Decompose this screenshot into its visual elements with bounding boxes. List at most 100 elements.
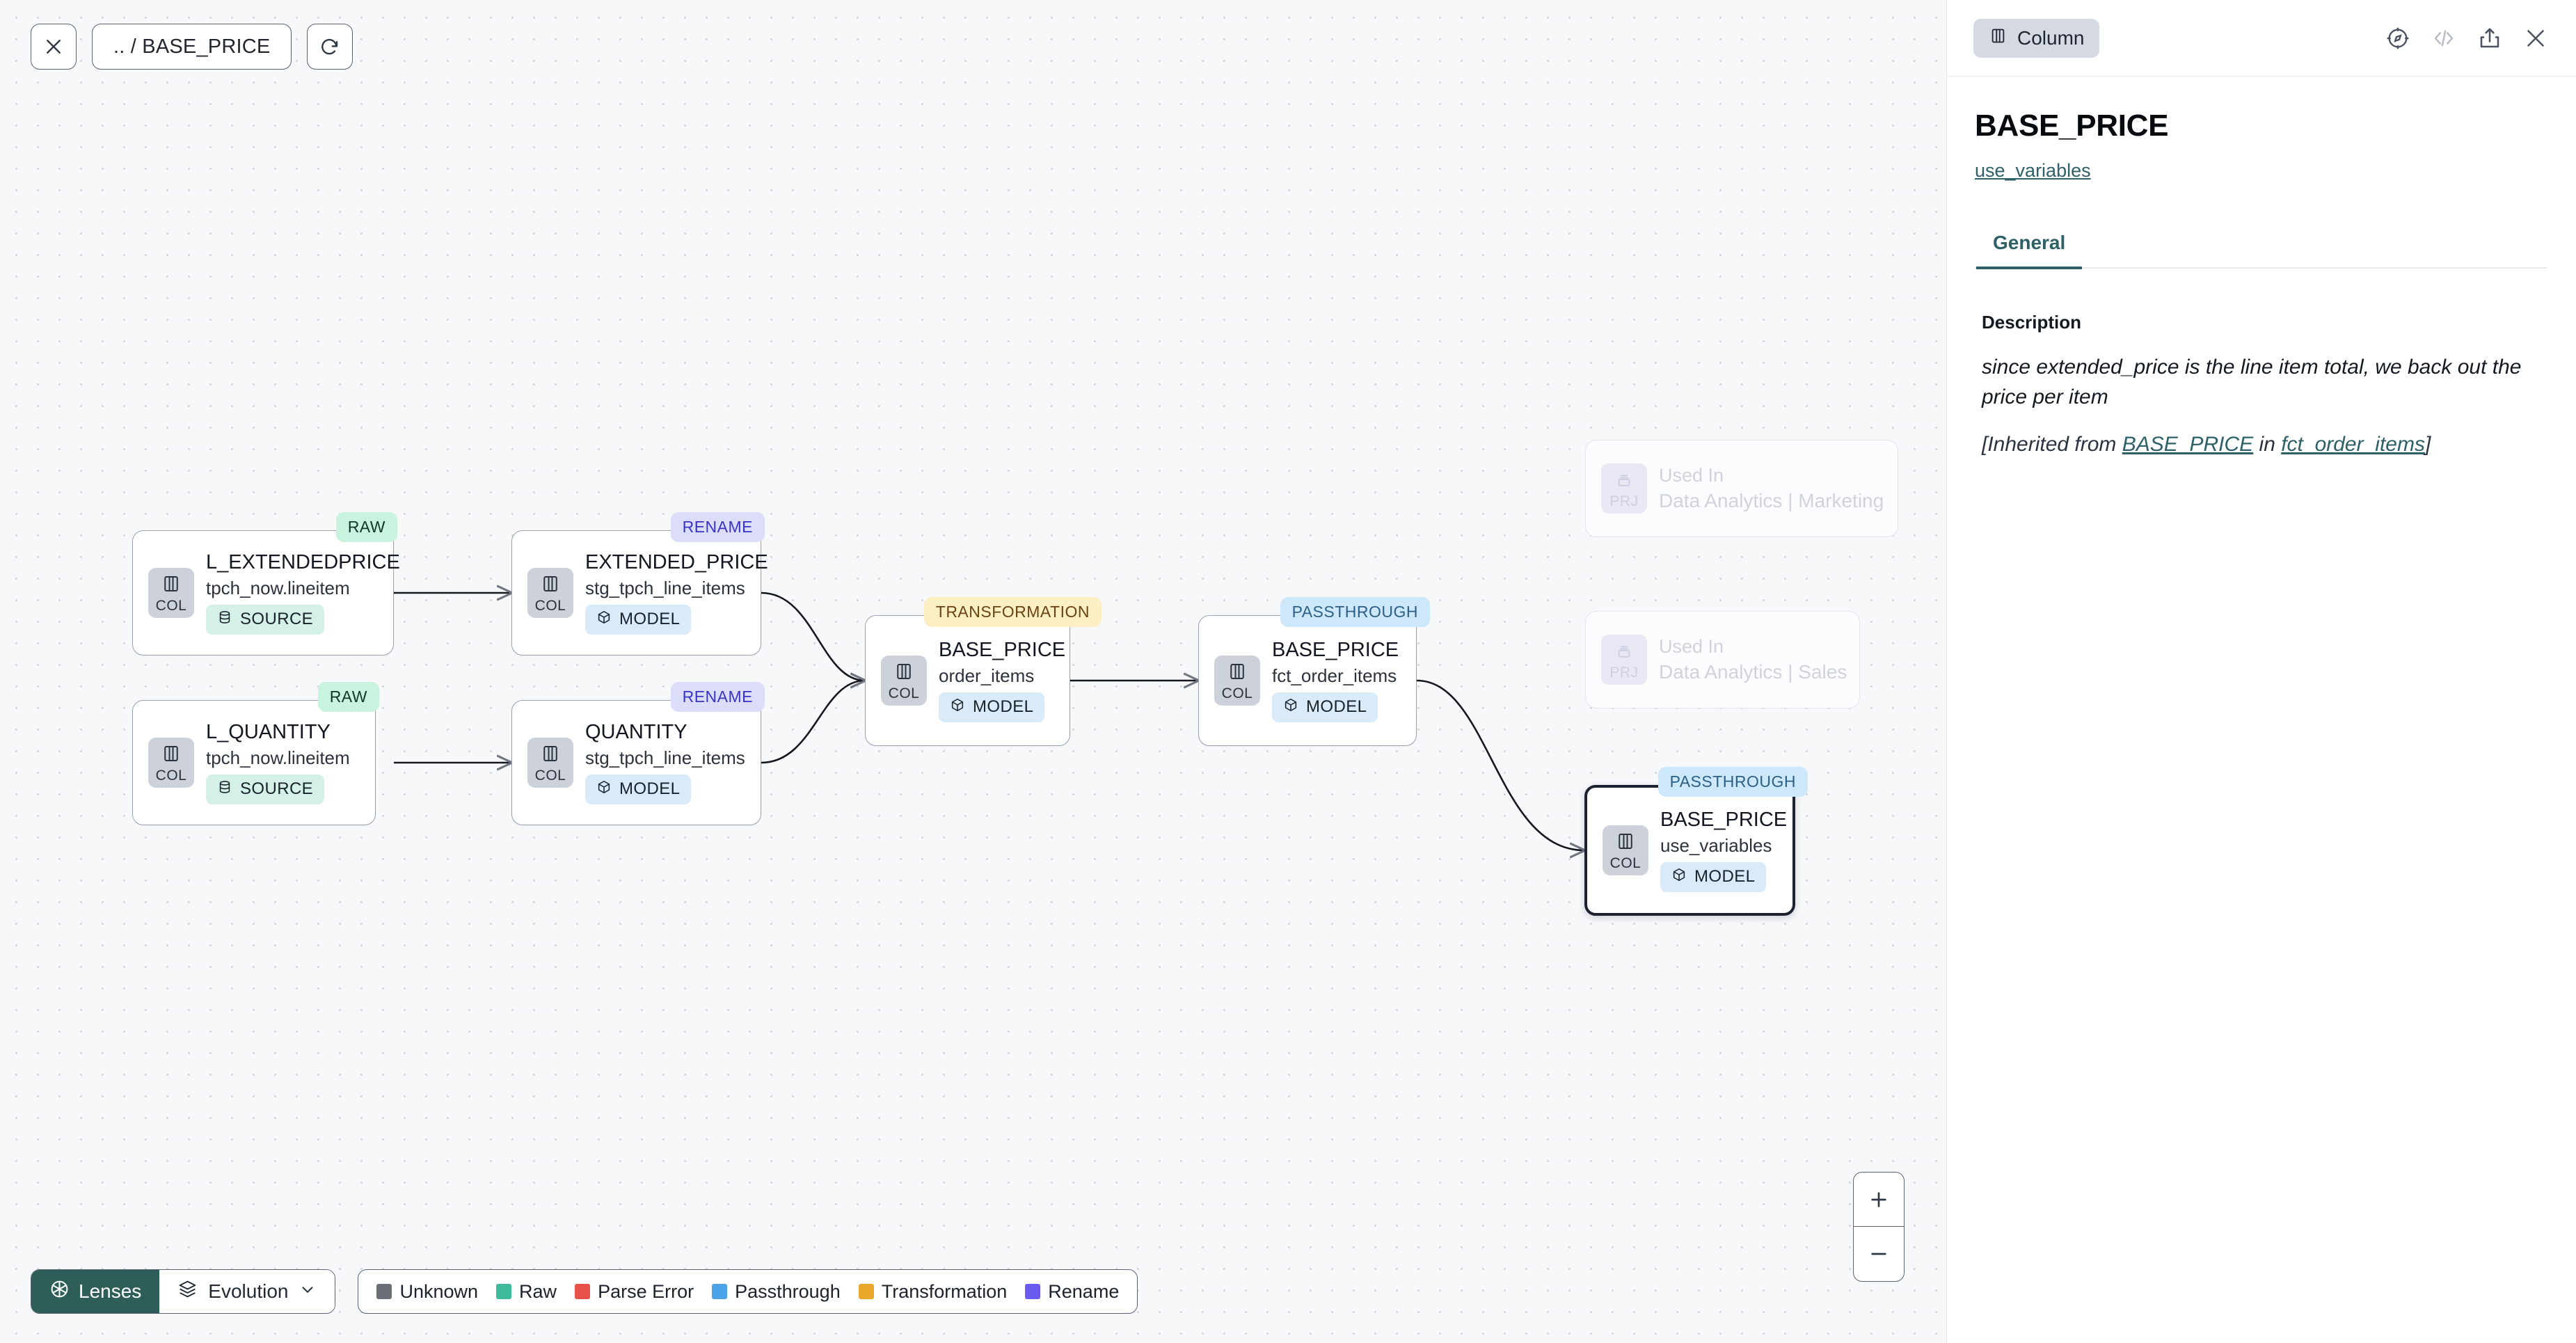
zoom-in-button[interactable] [1854, 1173, 1904, 1227]
node-title: BASE_PRICE [939, 639, 1066, 662]
code-icon[interactable] [2431, 26, 2456, 51]
graph-node-order-items[interactable]: TRANSFORMATION COL BASE_PRICE order_item… [865, 597, 1102, 746]
lenses-button[interactable]: Lenses [31, 1270, 160, 1313]
column-kind-label: COL [155, 767, 187, 784]
inherited-prefix: [Inherited from [1982, 433, 2122, 456]
description-heading: Description [1982, 312, 2082, 333]
evolution-dropdown[interactable]: Evolution [159, 1270, 335, 1313]
panel-header: Column [1947, 0, 2576, 77]
column-kind-chip: COL [148, 568, 194, 618]
node-title: L_QUANTITY [206, 721, 331, 744]
cube-icon [596, 610, 612, 630]
inherited-note: [Inherited from BASE_PRICE in fct_order_… [1982, 430, 2547, 460]
graph-node-used-in-marketing[interactable]: PRJ Used In Data Analytics | Marketing [1585, 440, 1898, 537]
project-kind-label: PRJ [1609, 493, 1639, 509]
column-kind-chip: COL [881, 655, 927, 706]
node-body: BASE_PRICE fct_order_items MODEL [1272, 625, 1399, 736]
close-icon[interactable] [2523, 26, 2548, 51]
project-kind-chip: PRJ [1601, 635, 1647, 685]
node-tag-label: SOURCE [240, 779, 314, 799]
legend-label: Parse Error [598, 1280, 694, 1302]
cube-icon [596, 779, 612, 800]
node-tag-model: MODEL [585, 774, 692, 804]
breadcrumb[interactable]: .. / BASE_PRICE [92, 24, 292, 70]
node-subtitle: stg_tpch_line_items [585, 747, 745, 768]
node-subtitle: tpch_now.lineitem [206, 747, 350, 768]
inherited-model-link[interactable]: fct_order_items [2281, 433, 2425, 456]
lineage-canvas[interactable]: .. / BASE_PRICE RAW COL L_EXTENDEDPRICE [0, 0, 1946, 1343]
column-icon [161, 573, 182, 598]
column-icon [540, 743, 561, 768]
node-badge: RAW [317, 682, 379, 712]
minus-icon [1871, 1253, 1886, 1255]
legend-item: Transformation [858, 1280, 1008, 1303]
legend-item: Passthrough [712, 1281, 841, 1303]
column-icon [893, 661, 914, 685]
compass-icon[interactable] [2385, 26, 2410, 51]
legend-label: Passthrough [735, 1280, 841, 1302]
legend-swatch [858, 1284, 874, 1299]
canvas-toolbar: .. / BASE_PRICE [31, 24, 353, 70]
stack-icon [1614, 640, 1635, 665]
close-graph-button[interactable] [31, 24, 77, 70]
node-body: EXTENDED_PRICE stg_tpch_line_items MODEL [585, 537, 768, 649]
graph-node-fct-order-items[interactable]: PASSTHROUGH COL BASE_PRICE fct_order_ite… [1198, 597, 1430, 746]
node-subtitle: fct_order_items [1272, 665, 1397, 686]
node-body: Used In Data Analytics | Sales [1659, 622, 1847, 697]
column-kind-label: COL [155, 597, 187, 614]
parent-model-link[interactable]: use_variables [1975, 160, 2091, 181]
node-body: L_EXTENDEDPRICE tpch_now.lineitem SOURCE [206, 537, 400, 649]
lenses-label: Lenses [79, 1280, 142, 1302]
node-tag-label: MODEL [1306, 697, 1367, 717]
description-body: since extended_price is the line item to… [1975, 353, 2547, 460]
share-icon[interactable] [2477, 26, 2502, 51]
column-kind-label: COL [1221, 685, 1253, 701]
panel-tabs: General [1975, 232, 2547, 269]
node-badge: TRANSFORMATION [923, 597, 1102, 627]
column-kind-label: COL [534, 597, 566, 614]
node-body: BASE_PRICE use_variables MODEL [1660, 795, 1787, 906]
graph-node-use-variables[interactable]: PASSTHROUGH COL BASE_PRICE use_variables… [1584, 767, 1808, 916]
plus-icon [1871, 1191, 1886, 1207]
node-subtitle: tpch_now.lineitem [206, 577, 350, 598]
inherited-suffix: ] [2424, 433, 2431, 456]
cube-icon [950, 697, 965, 717]
layers-icon [177, 1279, 198, 1304]
legend-swatch [575, 1284, 591, 1299]
legend-item: Parse Error [575, 1281, 694, 1303]
entity-type-label: Column [2017, 26, 2085, 49]
legend-swatch [1025, 1284, 1041, 1299]
legend-label: Transformation [881, 1280, 1008, 1302]
details-panel: Column BASE_PRICE use_variables [1946, 0, 2576, 1343]
legend-label: Rename [1048, 1280, 1120, 1302]
node-title: BASE_PRICE [1272, 639, 1399, 662]
legend-label: Unknown [399, 1280, 479, 1302]
node-tag-label: MODEL [619, 779, 681, 799]
inherited-column-link[interactable]: BASE_PRICE [2122, 433, 2254, 456]
inherited-mid: in [2253, 433, 2282, 456]
refresh-button[interactable] [307, 24, 353, 70]
node-subtitle: stg_tpch_line_items [585, 577, 745, 598]
legend-item: Rename [1025, 1281, 1119, 1303]
evolution-label: Evolution [208, 1280, 289, 1302]
node-body: BASE_PRICE order_items MODEL [939, 625, 1065, 736]
graph-node-extended-price[interactable]: RENAME COL EXTENDED_PRICE stg_tpch_line_… [511, 512, 768, 655]
node-tag-model: MODEL [585, 604, 692, 635]
cube-icon [1283, 697, 1298, 717]
zoom-out-button[interactable] [1854, 1227, 1904, 1281]
project-kind-chip: PRJ [1601, 463, 1647, 514]
chevron-down-icon [299, 1280, 317, 1303]
tab-general[interactable]: General [1976, 232, 2083, 269]
graph-node-quantity[interactable]: RENAME COL QUANTITY stg_tpch_line_items … [511, 682, 765, 825]
node-subtitle: use_variables [1660, 834, 1772, 856]
node-badge: RENAME [670, 512, 765, 542]
graph-node-l-extendedprice[interactable]: RAW COL L_EXTENDEDPRICE tpch_now.lineite… [132, 512, 400, 655]
database-icon [217, 610, 232, 630]
graph-node-used-in-sales[interactable]: PRJ Used In Data Analytics | Sales [1585, 611, 1860, 708]
column-kind-chip: COL [527, 738, 573, 788]
graph-node-l-quantity[interactable]: RAW COL L_QUANTITY tpch_now.lineitem SOU… [132, 682, 379, 825]
used-in-project: Data Analytics | Sales [1659, 661, 1847, 683]
column-kind-chip: COL [148, 738, 194, 788]
node-tag-model: MODEL [939, 692, 1045, 722]
node-title: BASE_PRICE [1660, 809, 1788, 832]
